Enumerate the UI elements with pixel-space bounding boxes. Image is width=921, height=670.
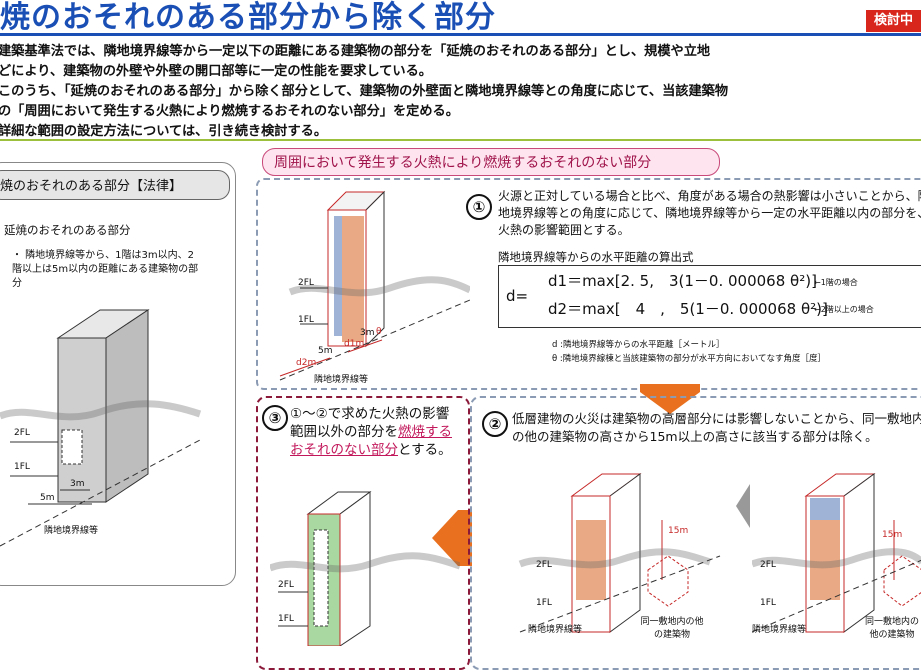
building-side-face [365,190,385,348]
building-opening [313,529,329,627]
header-underline [0,33,921,36]
intro-line-1: 建築基準法では、隣地境界線等から一定以下の距離にある建築物の部分を「延焼のおそれ… [0,44,711,59]
chevron-left-icon [736,484,750,528]
arrow-left-icon [432,510,472,566]
p1-label-1fl: 1FL [298,315,314,325]
p1-boundary-label: 隣地境界線等 [314,375,369,385]
p1-dim-d1: d1m [344,339,365,349]
p2-15m-b: 15m [882,530,903,540]
p2-15m-a: 15m [668,526,689,536]
p1-dim-3m: 3m [360,328,375,338]
p3-label-2fl: 2FL [278,580,294,590]
p1-label-2fl: 2FL [298,278,314,288]
panel-3-text-post: とする。 [398,442,452,458]
zone-1f-blue [334,216,342,336]
intro-line-3: このうち、「延焼のおそれのある部分」から除く部分として、建築物の外壁面と隣地境界… [0,84,729,99]
panel-1 [256,178,921,390]
boundary-line [279,299,470,381]
formula-note-2: ←2階以上の場合 [814,305,874,314]
formula-note-1: ←1階の場合 [814,278,858,287]
law-dim-5m: 5m [40,493,55,503]
height-diagram-a [518,473,721,633]
formula-d: d= [506,287,529,305]
building-front-face [57,337,107,503]
influence-zone [810,520,840,600]
intro-line-5: 詳細な範囲の設定方法については、引き続き検討する。 [0,124,328,139]
p1-theta: θ [376,327,382,337]
p2-1fl-a: 1FL [536,598,552,608]
panel-3-text-pre: ①～②で求めた火熱の影響範囲以外の部分を [290,406,450,440]
p2-2fl-a: 2FL [536,560,552,570]
excluded-zone [810,498,840,520]
formula-box [498,265,921,328]
panel-3-text: ①～②で求めた火熱の影響範囲以外の部分を燃焼するおそれのない部分とする。 [290,405,462,459]
p2-2fl-b: 2FL [760,560,776,570]
p2-boundary-b: 隣地境界線等 [752,625,807,635]
intro-line-4: の「周囲において発生する火熱により燃焼するおそれのない部分」を定める。 [0,104,459,119]
panel-1-title-box [262,148,720,176]
dim-d2-line [279,357,331,377]
header [0,0,921,36]
boundary-line [752,559,921,633]
dim-d1-line [347,339,383,353]
law-label-1fl: 1FL [14,462,30,472]
influence-zone [576,520,606,600]
formula-line-1: d1＝max[2. 5, 3(1－0. 000068 θ²)] [548,272,817,290]
law-dim-3m: 3m [70,479,85,489]
zone-2f-orange [342,216,364,342]
step-1-number: ① [466,194,492,220]
arrow-down-icon [640,384,700,414]
p2-boundary-a: 隣地境界線等 [528,625,583,635]
building-opening [61,429,83,465]
law-panel-title-box [0,170,230,200]
page-title: 焼のおそれのある部分から除く部分 [0,0,496,35]
height-diagram-b [752,473,921,633]
cut-wave [752,548,921,569]
panel-2-text: 低層建物の火災は建築物の高層部分には影響しないことから、同一敷地内の他の建築物の… [512,411,921,444]
law-panel-subtitle: 延焼のおそれのある部分 [4,223,131,237]
other-building [883,555,921,607]
cut-wave [518,548,712,569]
panel-1-title: 周囲において発生する火熱により燃焼するおそれのない部分 [274,155,652,171]
p3-label-1fl: 1FL [278,614,294,624]
p2-1fl-b: 1FL [760,598,776,608]
law-panel-bullet: ・ 隣地境界線等から、1階は3m以内、2階以上は5m以内の距離にある建築物の部分 [12,250,199,289]
step-3-number: ③ [262,405,288,431]
definition-theta: θ :隣地境界線棟と当該建築物の部分が水平方向においてなす角度［度］ [552,354,827,364]
intro-divider [0,139,921,141]
p1-dim-5m: 5m [318,346,333,356]
p1-dim-d2: d2m [296,358,317,368]
p2-other-a: 同一敷地内の他の建築物 [640,617,704,640]
angle-building-diagram [279,190,470,381]
law-panel-title: 焼のおそれのある部分【法律】 [0,179,183,194]
panel-1-text: 火源と正対している場合と比べ、角度がある場合の熱影響は小さいことから、隣地境界線… [498,189,921,237]
law-boundary-label: 隣地境界線等 [44,526,99,536]
boundary-line [519,555,721,633]
panel-3-highlight: 燃焼するおそれのない部分 [290,424,452,458]
cut-wave [0,400,202,421]
other-building [647,555,689,607]
result-building-diagram [270,491,460,646]
status-badge: 検討中 [866,10,921,32]
law-label-2fl: 2FL [14,428,30,438]
p2-other-b: 同一敷地内の他の建築物 [864,617,919,640]
definition-d: d :隣地境界線等からの水平距離［メートル］ [552,340,725,350]
step-2-number: ② [482,411,508,437]
intro-line-2: どにより、建築物の外壁や外壁の開口部等に一定の性能を要求している。 [0,64,432,79]
law-building-diagram [0,309,202,547]
formula-heading: 隣地境界線等からの水平距離の算出式 [498,250,694,264]
boundary-line [0,439,201,547]
cut-wave [270,552,460,573]
formula-line-2: d2＝max[ 4 , 5(1－0. 000068 θ²)] [548,300,828,318]
